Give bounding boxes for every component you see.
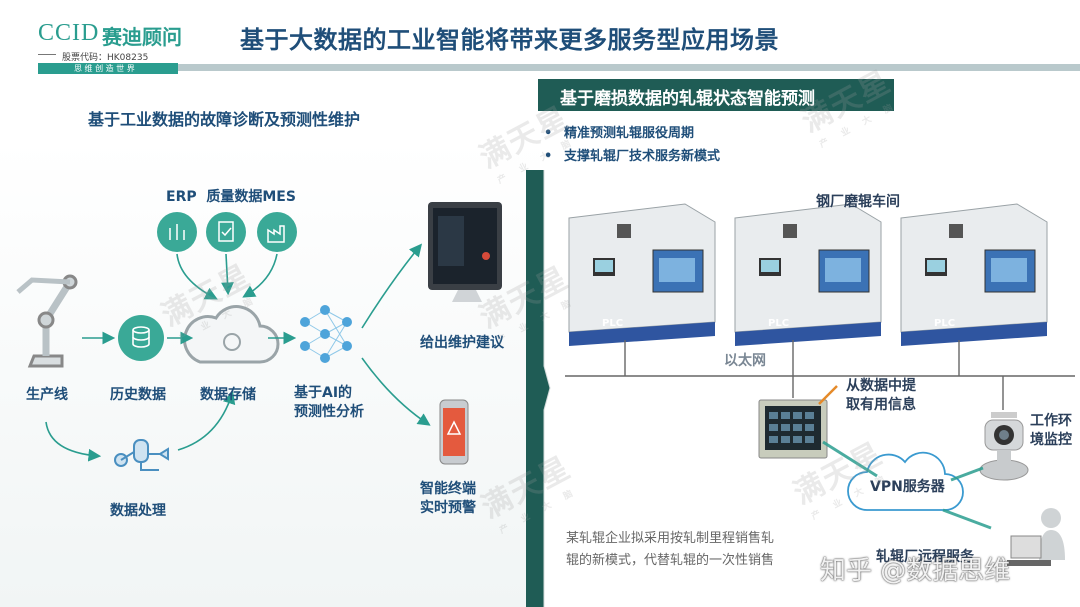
business-model-note: 某轧辊企业拟采用按轧制里程销售轧 辊的新模式，代替轧辊的一次性销售 <box>566 528 774 572</box>
node-smart-terminal: 智能终端 实时预警 <box>420 480 476 518</box>
neural-network-icon <box>304 309 348 359</box>
logo-rule <box>38 54 56 55</box>
vpn-server-label: VPN服务器 <box>870 479 945 495</box>
plc-label-1: PLC <box>602 318 624 329</box>
ai-analysis-line1: 基于AI的 <box>294 385 353 401</box>
monitor-line2: 境监控 <box>1030 432 1072 448</box>
slogan-bar <box>38 63 178 74</box>
remote-service-person-icon <box>1007 508 1065 566</box>
title-underline <box>178 64 1080 71</box>
plc-label-2: PLC <box>768 318 790 329</box>
stock-code: 股票代码：HK08235 <box>62 53 149 63</box>
surveillance-camera-icon <box>979 412 1029 481</box>
panel-divider-chevron <box>526 170 551 607</box>
node-history-data: 历史数据 <box>110 387 166 403</box>
left-heading: 基于工业数据的故障诊断及预测性维护 <box>88 110 361 129</box>
bullet-text: 支撑轧辊厂技术服务新模式 <box>564 149 721 164</box>
bullet-item: •精准预测轧辊服役周期 <box>544 126 695 141</box>
database-icon <box>118 315 164 361</box>
node-maintenance-advice: 给出维护建议 <box>420 335 504 351</box>
note-line2: 辊的新模式，代替轧辊的一次性销售 <box>566 553 775 568</box>
slogan: 思 维 创 造 世 界 <box>74 64 135 73</box>
logo: CCID 赛迪顾问 股票代码：HK08235 思 维 创 造 世 界 <box>38 18 188 74</box>
logo-text: CCID <box>38 20 100 46</box>
extract-line2: 取有用信息 <box>846 397 916 413</box>
ethernet-label: 以太网 <box>724 353 766 369</box>
smartphone-icon <box>439 399 469 465</box>
plc-label-3: PLC <box>934 318 956 329</box>
robot-arm-icon <box>16 274 78 368</box>
vpn-cloud-icon <box>847 451 964 511</box>
terminal-line2: 实时预警 <box>420 500 476 516</box>
node-data-processing: 数据处理 <box>110 503 166 519</box>
data-processing-icon <box>114 439 169 471</box>
bullet-list: •精准预测轧辊服役周期 •支撑轧辊厂技术服务新模式 <box>544 122 720 168</box>
rolling-mill-network-diagram <box>565 203 1075 566</box>
workshop-label: 钢厂磨辊车间 <box>816 194 900 210</box>
environment-monitor-label: 工作环 境监控 <box>1030 412 1072 450</box>
node-data-storage: 数据存储 <box>200 387 256 403</box>
ai-analysis-line2: 预测性分析 <box>294 404 364 420</box>
source-credit: 知乎 @数据思维 <box>820 556 1011 586</box>
remote-service-label: 轧辊厂远程服务 <box>876 549 974 565</box>
right-heading: 基于磨损数据的轧辊状态智能预测 <box>560 89 815 109</box>
quality-data-icon <box>206 212 246 252</box>
extract-info-label: 从数据中提 取有用信息 <box>846 377 916 415</box>
left-flow-diagram <box>16 202 502 471</box>
bullet-item: •支撑轧辊厂技术服务新模式 <box>544 149 721 164</box>
touchscreen-controller-icon <box>758 385 838 459</box>
page-title: 基于大数据的工业智能将带来更多服务型应用场景 <box>240 26 779 54</box>
grinding-machine-3 <box>900 203 1048 346</box>
bullet-text: 精准预测轧辊服役周期 <box>564 126 695 141</box>
right-heading-banner <box>538 79 894 111</box>
terminal-line1: 智能终端 <box>420 481 476 497</box>
monitor-line1: 工作环 <box>1030 413 1072 429</box>
node-production-line: 生产线 <box>26 387 68 403</box>
sources-label: ERP 质量数据MES <box>166 189 296 205</box>
grinding-machine-2 <box>734 203 882 346</box>
extract-line1: 从数据中提 <box>846 378 916 394</box>
logo-cn: 赛迪顾问 <box>102 25 182 49</box>
node-ai-analysis: 基于AI的 预测性分析 <box>294 384 364 422</box>
desktop-monitor-icon <box>428 202 502 302</box>
note-line1: 某轧辊企业拟采用按轧制里程销售轧 <box>566 531 775 546</box>
grinding-machine-1 <box>568 203 716 346</box>
